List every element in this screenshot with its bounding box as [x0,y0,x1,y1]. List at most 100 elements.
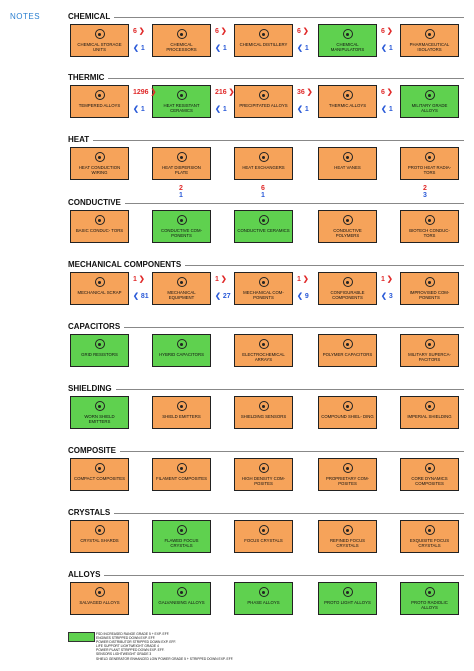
material-card[interactable]: CONDUCTIVE COM- PONENTS [152,210,211,243]
material-grade-icon [258,277,269,287]
material-card[interactable]: PROTO HEAT RADIA- TORS [400,147,459,180]
material-label: CHEMICAL PROCESSORS [166,42,197,52]
material-card[interactable]: REFINED FOCUS CRYSTALS [318,520,377,553]
material-card[interactable]: CHEMICAL STORAGE UNITS [70,24,129,57]
material-card[interactable]: ELECTROCHEMICAL ARRAYS [234,334,293,367]
section-divider [68,327,464,328]
material-grade-icon [258,90,269,100]
material-card[interactable]: BASIC CONDUC- TORS [70,210,129,243]
trade-up-arrow: 1 ❯ [297,275,309,283]
material-label: HIGH DENSITY COM- POSITES [241,476,286,486]
material-label: EXQUISITE FOCUS CRYSTALS [409,538,450,548]
material-card[interactable]: GRID RESISTORS [70,334,129,367]
material-card[interactable]: CONDUCTIVE CERAMICS [234,210,293,243]
material-label: CORE DYNAMICS COMPOSITES [411,476,448,486]
section-divider [68,513,464,514]
conversion-up-value: 6 [261,185,265,192]
material-card[interactable]: COMPOUND SHIEL- DING [318,396,377,429]
material-label: COMPOUND SHIEL- DING [321,414,374,419]
material-card[interactable]: WORN SHIELD EMITTERS [70,396,129,429]
material-label: CHEMICAL STORAGE UNITS [77,42,122,52]
material-label: TEMPERED ALLOYS [78,103,121,108]
legend-line: POWER PLANT STRIPPED DOWN EXP. EFF. [96,648,165,653]
material-card[interactable]: MILITARY SUPERCA- PACITORS [400,334,459,367]
material-card[interactable]: POLYMER CAPACITORS [318,334,377,367]
material-card[interactable]: FILAMENT COMPOSITES [152,458,211,491]
material-card[interactable]: MILITARY GRADE ALLOYS [400,85,459,118]
material-card[interactable]: PHARMACEUTICAL ISOLATORS [400,24,459,57]
material-label: MECHANICAL COM- PONENTS [243,290,284,300]
material-card[interactable]: CHEMICAL PROCESSORS [152,24,211,57]
material-card[interactable]: HEAT RESISTANT CERAMICS [152,85,211,118]
material-grade-icon [176,90,187,100]
material-card[interactable]: CONFIGURABLE COMPONENTS [318,272,377,305]
material-grade-icon [258,401,269,411]
material-card[interactable]: FLAWED FOCUS CRYSTALS [152,520,211,553]
material-card[interactable]: CORE DYNAMICS COMPOSITES [400,458,459,491]
material-grade-icon [176,152,187,162]
material-card[interactable]: PHASE ALLOYS [234,582,293,615]
material-card[interactable]: THERMIC ALLOYS [318,85,377,118]
material-card[interactable]: PRECIPITATED ALLOYS [234,85,293,118]
material-card[interactable]: CHEMICAL DISTILLERY [234,24,293,57]
material-card[interactable]: SHIELDING SENSORS [234,396,293,429]
conversion-down-value: 1 [261,192,265,199]
material-card[interactable]: GALVANISING ALLOYS [152,582,211,615]
material-card[interactable]: CONDUCTIVE POLYMERS [318,210,377,243]
chevron-left-icon: ❮ [215,45,223,52]
material-label: PROTO RADIOLIC ALLOYS [411,600,448,610]
chevron-left-icon: ❮ [215,106,223,113]
material-card[interactable]: CRYSTAL SHARDS [70,520,129,553]
material-card[interactable]: BIOTECH CONDUC- TORS [400,210,459,243]
material-label: THERMIC ALLOYS [328,103,367,108]
trade-up-value: 1 [215,276,219,283]
material-card[interactable]: MECHANICAL EQUIPMENT [152,272,211,305]
legend-line: SENSORS LIGHTWEIGHT GRADE 3 [96,652,152,657]
section-divider [68,389,464,390]
material-card[interactable]: SALVAGED ALLOYS [70,582,129,615]
material-card[interactable]: IMPROVISED COM- PONENTS [400,272,459,305]
legend-line: POWER DISTRIBUTOR STRIPPED DOWN EXP. EFF… [96,640,177,645]
chevron-right-icon: ❯ [226,89,235,96]
material-card[interactable]: HEAT CONDUCTION WIRING [70,147,129,180]
material-card[interactable]: MECHANICAL COM- PONENTS [234,272,293,305]
section-title-text: COMPOSITE [68,446,121,455]
material-card[interactable]: HYBRID CAPACITORS [152,334,211,367]
material-card[interactable]: PROTO RADIOLIC ALLOYS [400,582,459,615]
section-title: HEAT [68,135,464,145]
material-card[interactable]: HEAT VANES [318,147,377,180]
material-card[interactable]: HIGH DENSITY COM- POSITES [234,458,293,491]
trade-down-arrow: ❮ 1 [381,44,393,52]
material-label: CHEMICAL MANIPULATORS [330,42,365,52]
material-card[interactable]: EXQUISITE FOCUS CRYSTALS [400,520,459,553]
material-card[interactable]: COMPACT COMPOSITES [70,458,129,491]
material-card[interactable]: CHEMICAL MANIPULATORS [318,24,377,57]
material-label: REFINED FOCUS CRYSTALS [329,538,366,548]
material-card[interactable]: HEAT DISPERSION PLATE [152,147,211,180]
material-card[interactable]: HEAT EXCHANGERS [234,147,293,180]
trade-down-value: 1 [304,45,309,52]
chevron-right-icon: ❯ [304,89,313,96]
section-4: MECHANICAL COMPONENTS MECHANICAL SCRAP MEC… [68,260,464,310]
material-grade-icon [94,277,105,287]
material-grade-icon [342,277,353,287]
material-card[interactable]: PROPRIETARY COM- POSITES [318,458,377,491]
section-title-text: MECHANICAL COMPONENTS [68,260,186,269]
trade-up-value: 1 [381,276,385,283]
material-grade-icon [342,215,353,225]
material-grade-icon [176,525,187,535]
trade-up-arrow: 6 ❯ [297,27,309,35]
material-label: MECHANICAL SCRAP [77,290,122,295]
trade-down-arrow: ❮ 9 [297,292,309,300]
trade-up-arrow: 6 ❯ [215,27,227,35]
material-card[interactable]: IMPERIAL SHIELDING [400,396,459,429]
material-grade-icon [94,29,105,39]
material-card[interactable]: PROTO LIGHT ALLOYS [318,582,377,615]
trade-down-arrow: ❮ 81 [133,292,149,300]
material-card[interactable]: TEMPERED ALLOYS [70,85,129,118]
material-card[interactable]: MECHANICAL SCRAP [70,272,129,305]
material-card[interactable]: SHIELD EMITTERS [152,396,211,429]
material-grade-icon [94,463,105,473]
material-card[interactable]: FOCUS CRYSTALS [234,520,293,553]
